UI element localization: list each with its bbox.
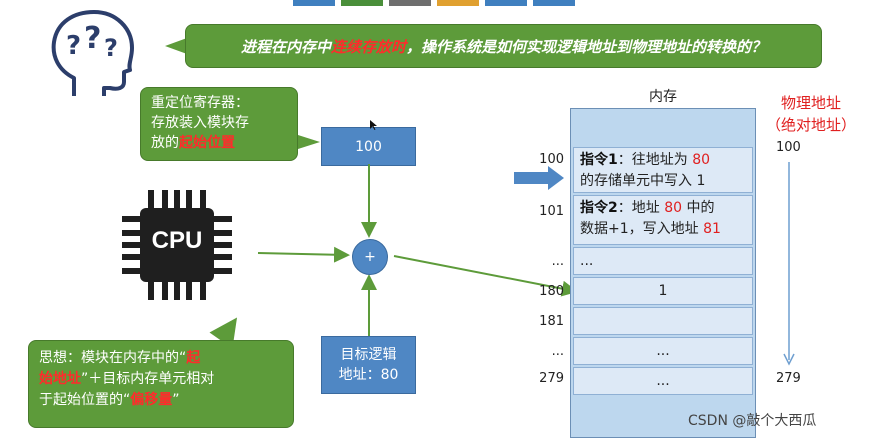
thinking-head-icon: ? ? ?	[51, 10, 134, 96]
instr2-label: 指令2	[580, 200, 618, 216]
memory-cell-180: 1	[573, 277, 753, 305]
question-prefix: 进程在内存中	[240, 37, 331, 56]
top-strip-3	[389, 0, 431, 6]
physical-address-title: 物理地址 （绝对地址）	[762, 92, 860, 136]
top-strip-4	[437, 0, 479, 6]
question-suffix: ，操作系统是如何实现逻辑地址到物理地址的转换的？	[406, 37, 767, 56]
relocation-register-box: 100	[321, 127, 416, 166]
top-strip-1	[293, 0, 335, 6]
relocation-note-line3-prefix: 放的	[151, 135, 179, 151]
memory-cell-279: ...	[573, 367, 753, 395]
instr2-addr2: 81	[703, 221, 721, 237]
instr2-addr: 80	[664, 200, 683, 216]
idea-line3-suffix: ”	[172, 392, 180, 408]
address-label-dots-2: ...	[551, 344, 564, 359]
instr1-line1: 指令1：往地址为 80	[580, 150, 746, 171]
question-bubble-tail	[165, 38, 187, 54]
mouse-cursor-icon	[370, 120, 377, 130]
instr2-line2: 数据+1，写入地址 81	[580, 219, 746, 240]
idea-line2: 始地址”＋目标内存单元相对	[39, 369, 283, 390]
memory-cell-after-181: ...	[573, 337, 753, 365]
idea-line1-prefix: 思想：模块在内存中的“	[39, 350, 187, 366]
idea-note: 思想：模块在内存中的“起 始地址”＋目标内存单元相对 于起始位置的“偏移量”	[28, 340, 294, 428]
address-label-181: 181	[539, 314, 564, 329]
idea-line2-highlight: 始地址	[39, 371, 81, 387]
instr2-text-c: 数据+1，写入地址	[580, 221, 704, 237]
memory-cell-dots: ...	[573, 247, 753, 275]
address-label-180: 180	[539, 284, 564, 299]
cpu-chip-icon	[122, 190, 232, 300]
instr1-text-a: ：往地址为	[617, 152, 693, 168]
memory-cell-100: 指令1：往地址为 80 的存储单元中写入 1	[573, 147, 753, 193]
relocation-note-highlight: 起始位置	[179, 135, 235, 151]
address-label-100: 100	[539, 152, 564, 167]
relocation-register-note: 重定位寄存器： 存放装入模块存 放的起始位置	[140, 87, 298, 161]
physical-title-line2: （绝对地址）	[765, 116, 856, 134]
memory-cell-101: 指令2：地址 80 中的 数据+1，写入地址 81	[573, 195, 753, 245]
pc-pointer-arrow	[514, 166, 564, 190]
physical-title-line1: 物理地址	[780, 94, 841, 112]
address-label-dots-1: ...	[551, 254, 564, 269]
idea-line3-highlight: 偏移量	[130, 392, 173, 408]
memory-cell-181	[573, 307, 753, 335]
idea-line1: 思想：模块在内存中的“起	[39, 348, 283, 369]
instr2-text-a: ：地址	[617, 200, 665, 216]
cpu-label: CPU	[151, 227, 203, 254]
address-label-101: 101	[539, 204, 564, 219]
question-highlight: 连续存放时	[330, 37, 406, 56]
top-strip-5	[485, 0, 527, 6]
idea-line3-prefix: 于起始位置的“	[39, 392, 131, 408]
instr2-line1: 指令2：地址 80 中的	[580, 198, 746, 219]
logical-address-line1: 目标逻辑	[340, 347, 397, 363]
relocation-note-line2: 存放装入模块存	[151, 115, 249, 131]
relocation-note-line1: 重定位寄存器：	[151, 95, 249, 111]
adder-circle: +	[352, 239, 388, 275]
top-strip-2	[341, 0, 383, 6]
question-bubble: 进程在内存中连续存放时，操作系统是如何实现逻辑地址到物理地址的转换的？	[185, 24, 822, 68]
instr2-text-b: 中的	[682, 200, 715, 216]
instr1-addr: 80	[692, 152, 711, 168]
instr1-label: 指令1	[580, 152, 618, 168]
svg-text:?: ?	[84, 21, 101, 56]
relocation-note-tail	[298, 135, 320, 149]
logical-address-box: 目标逻辑 地址：80	[321, 336, 416, 394]
svg-text:?: ?	[104, 34, 118, 62]
memory-title: 内存	[649, 89, 677, 105]
svg-text:?: ?	[66, 31, 81, 61]
top-strip-6	[533, 0, 575, 6]
idea-line2-suffix: ”＋目标内存单元相对	[81, 371, 215, 387]
logical-address-line2: 地址：80	[338, 367, 399, 383]
physical-end-label: 279	[776, 371, 801, 386]
idea-line3: 于起始位置的“偏移量”	[39, 390, 283, 411]
cpu-to-adder-arrow	[257, 246, 350, 263]
physical-range-arrowhead	[783, 353, 795, 366]
instr1-line2: 的存储单元中写入 1	[580, 173, 706, 189]
memory-block: 指令1：往地址为 80 的存储单元中写入 1 指令2：地址 80 中的 数据+1…	[570, 108, 756, 438]
address-label-279: 279	[539, 371, 564, 386]
idea-line1-highlight: 起	[186, 350, 201, 366]
watermark: CSDN @敲个大西瓜	[688, 413, 817, 429]
physical-start-label: 100	[776, 140, 801, 155]
relocation-note-line3: 放的起始位置	[151, 133, 287, 153]
